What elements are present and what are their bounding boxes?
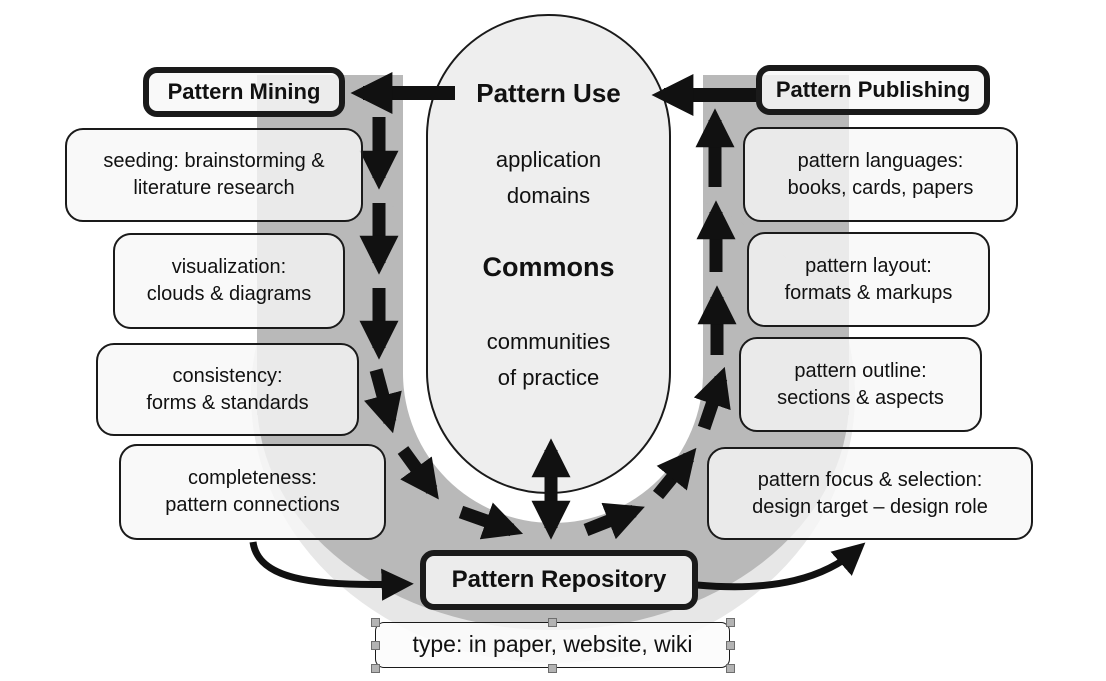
hub-commons: Commons [482,251,615,282]
hub-title: Pattern Use [476,77,621,108]
flow-arrows [249,72,866,601]
selection-handle-bottom-right[interactable] [726,664,735,673]
step-pattern-layout[interactable]: pattern layout: formats & markups [747,232,990,327]
selection-handle-top-right[interactable] [726,618,735,627]
step-pattern-focus[interactable]: pattern focus & selection: design target… [707,447,1033,540]
step-consistency[interactable]: consistency: forms & standards [96,343,359,436]
selection-handle-bottom-center[interactable] [548,664,557,673]
hub-communities: communities of practice [486,329,611,390]
selection-handle-middle-right[interactable] [726,641,735,650]
selection-handle-top-left[interactable] [371,618,380,627]
step-visualization[interactable]: visualization: clouds & diagrams [113,233,345,329]
node-pattern-mining[interactable]: Pattern Mining [143,67,345,117]
step-pattern-languages[interactable]: pattern languages: books, cards, papers [743,127,1018,222]
hub-application-domains: application domains [495,147,602,208]
step-pattern-outline[interactable]: pattern outline: sections & aspects [739,337,982,432]
step-seeding[interactable]: seeding: brainstorming & literature rese… [65,128,363,222]
node-type-note[interactable]: type: in paper, website, wiki [375,622,730,668]
selection-handle-bottom-left[interactable] [371,664,380,673]
selection-handle-top-center[interactable] [548,618,557,627]
selection-handle-middle-left[interactable] [371,641,380,650]
step-completeness[interactable]: completeness: pattern connections [119,444,386,540]
node-pattern-repository[interactable]: Pattern Repository [420,550,698,610]
node-pattern-publishing[interactable]: Pattern Publishing [756,65,990,115]
